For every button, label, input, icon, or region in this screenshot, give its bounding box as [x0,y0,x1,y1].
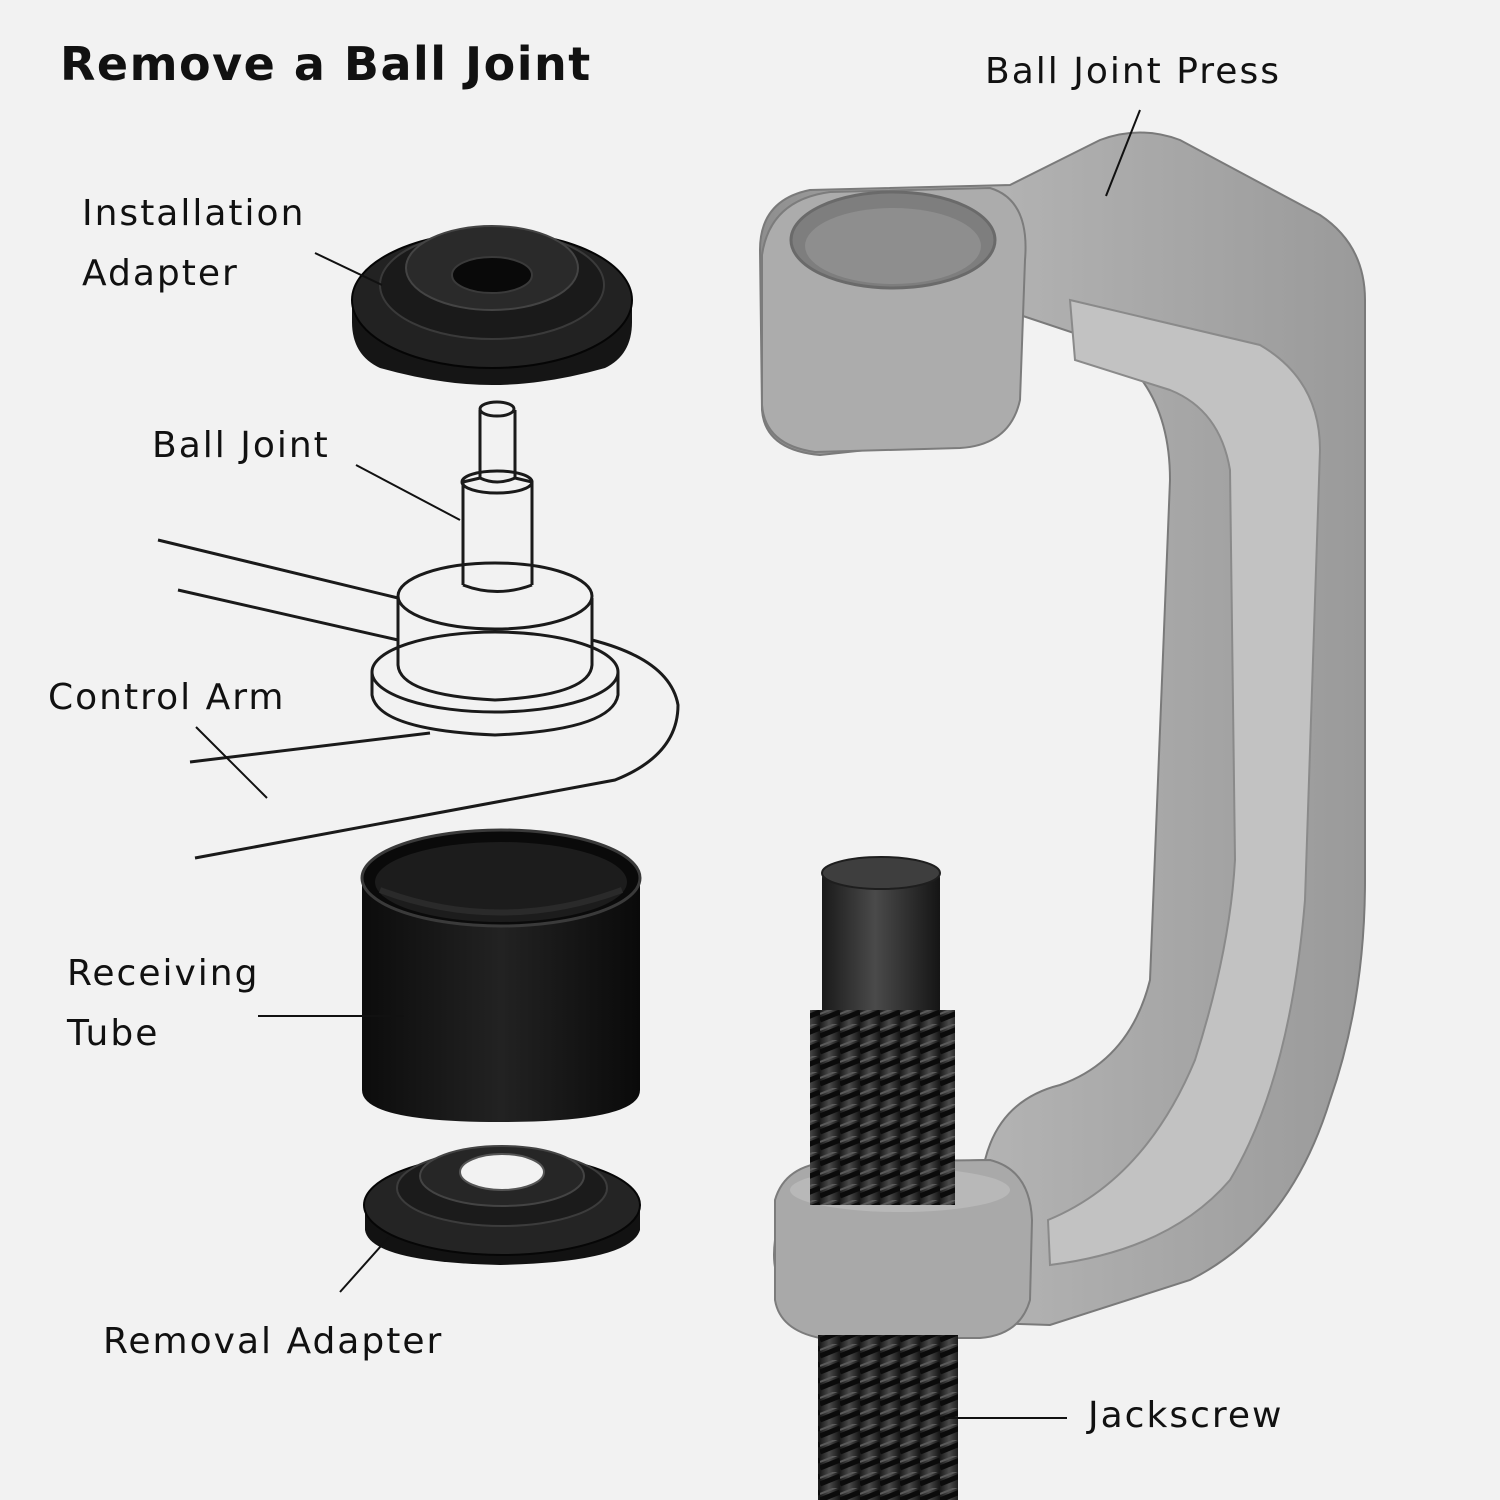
ball-joint-flange [370,672,620,737]
receiving-tube [360,828,642,1122]
label-removal-adapter: Removal Adapter [103,1321,444,1362]
jackscrew [810,856,958,1500]
label-ball-joint-press: Ball Joint Press [985,51,1281,92]
label-receiving: Receiving [67,953,260,994]
installation-adapter-bore [451,256,533,294]
leader-ball-joint [355,464,461,521]
leader-lines [195,109,1141,1419]
removal-adapter [363,1145,641,1265]
control-arm-outline [157,538,680,860]
jackscrew-upper-thread [810,1010,955,1205]
page-title: Remove a Ball Joint [60,37,592,91]
label-ball-joint: Ball Joint [152,425,330,466]
label-installation: Installation [82,193,306,234]
receiving-tube-opening [375,842,627,922]
press-channel [1046,298,1322,1267]
ball-joint-press [758,131,1366,1339]
leader-installation-adapter [314,252,383,286]
leader-control-arm [195,726,268,799]
label-adapter: Adapter [82,253,239,294]
jackscrew-tip [822,870,940,1020]
ball-joint-body [396,598,594,702]
ball-joint-sketch [157,400,680,860]
leader-removal-adapter [339,1236,390,1293]
label-control-arm: Control Arm [48,677,286,718]
leader-ball-joint-press [1105,109,1141,197]
removal-adapter-hole [459,1153,545,1191]
ball-joint-stud [461,410,534,585]
jackscrew-lower-thread [818,1335,958,1500]
label-jackscrew: Jackscrew [1088,1395,1284,1436]
installation-adapter [351,225,633,385]
label-tube: Tube [67,1013,160,1054]
